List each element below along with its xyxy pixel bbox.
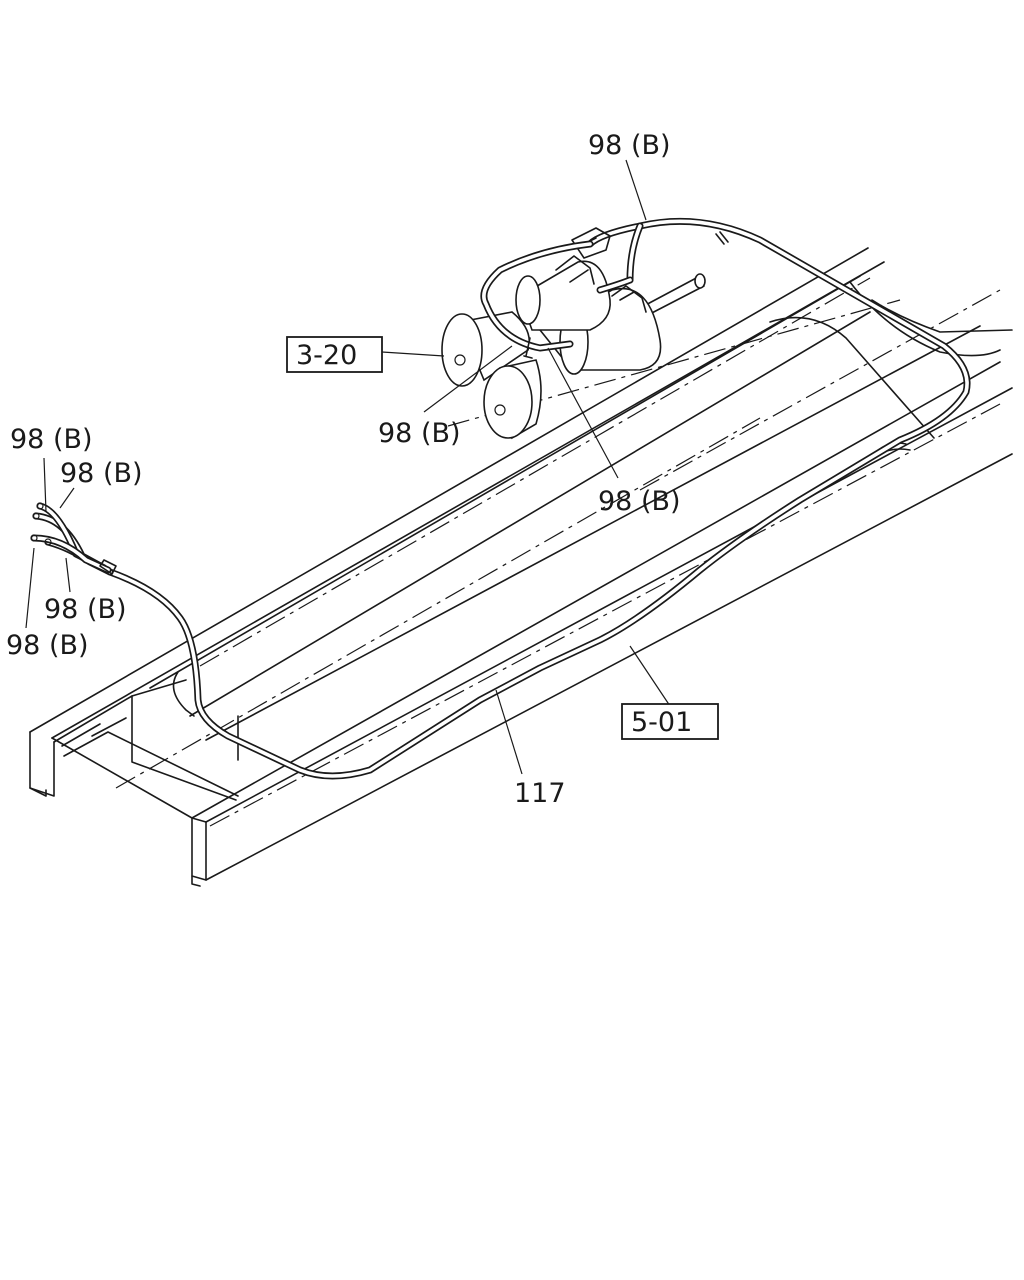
label-98b-left-d: 98 (B) — [6, 630, 89, 661]
label-98b-top: 98 (B) — [588, 130, 671, 161]
left-tube-ends — [30, 502, 117, 576]
brake-tube-117 — [106, 217, 971, 780]
ref-box-3-20[interactable]: 3-20 — [286, 336, 383, 373]
label-98b-mid-left: 98 (B) — [378, 418, 461, 449]
ref-5-01-text: 5-01 — [631, 707, 692, 738]
label-part-117: 117 — [514, 778, 566, 809]
ref-box-5-01[interactable]: 5-01 — [621, 703, 719, 740]
label-98b-mid-right: 98 (B) — [598, 486, 681, 517]
label-98b-left-b: 98 (B) — [60, 458, 143, 489]
frame-rail — [29, 247, 1013, 887]
label-98b-left-c: 98 (B) — [44, 594, 127, 625]
air-tank-assembly — [441, 227, 706, 440]
leader-lines — [25, 159, 671, 775]
ref-3-20-text: 3-20 — [296, 340, 357, 371]
label-98b-left-a: 98 (B) — [10, 424, 93, 455]
